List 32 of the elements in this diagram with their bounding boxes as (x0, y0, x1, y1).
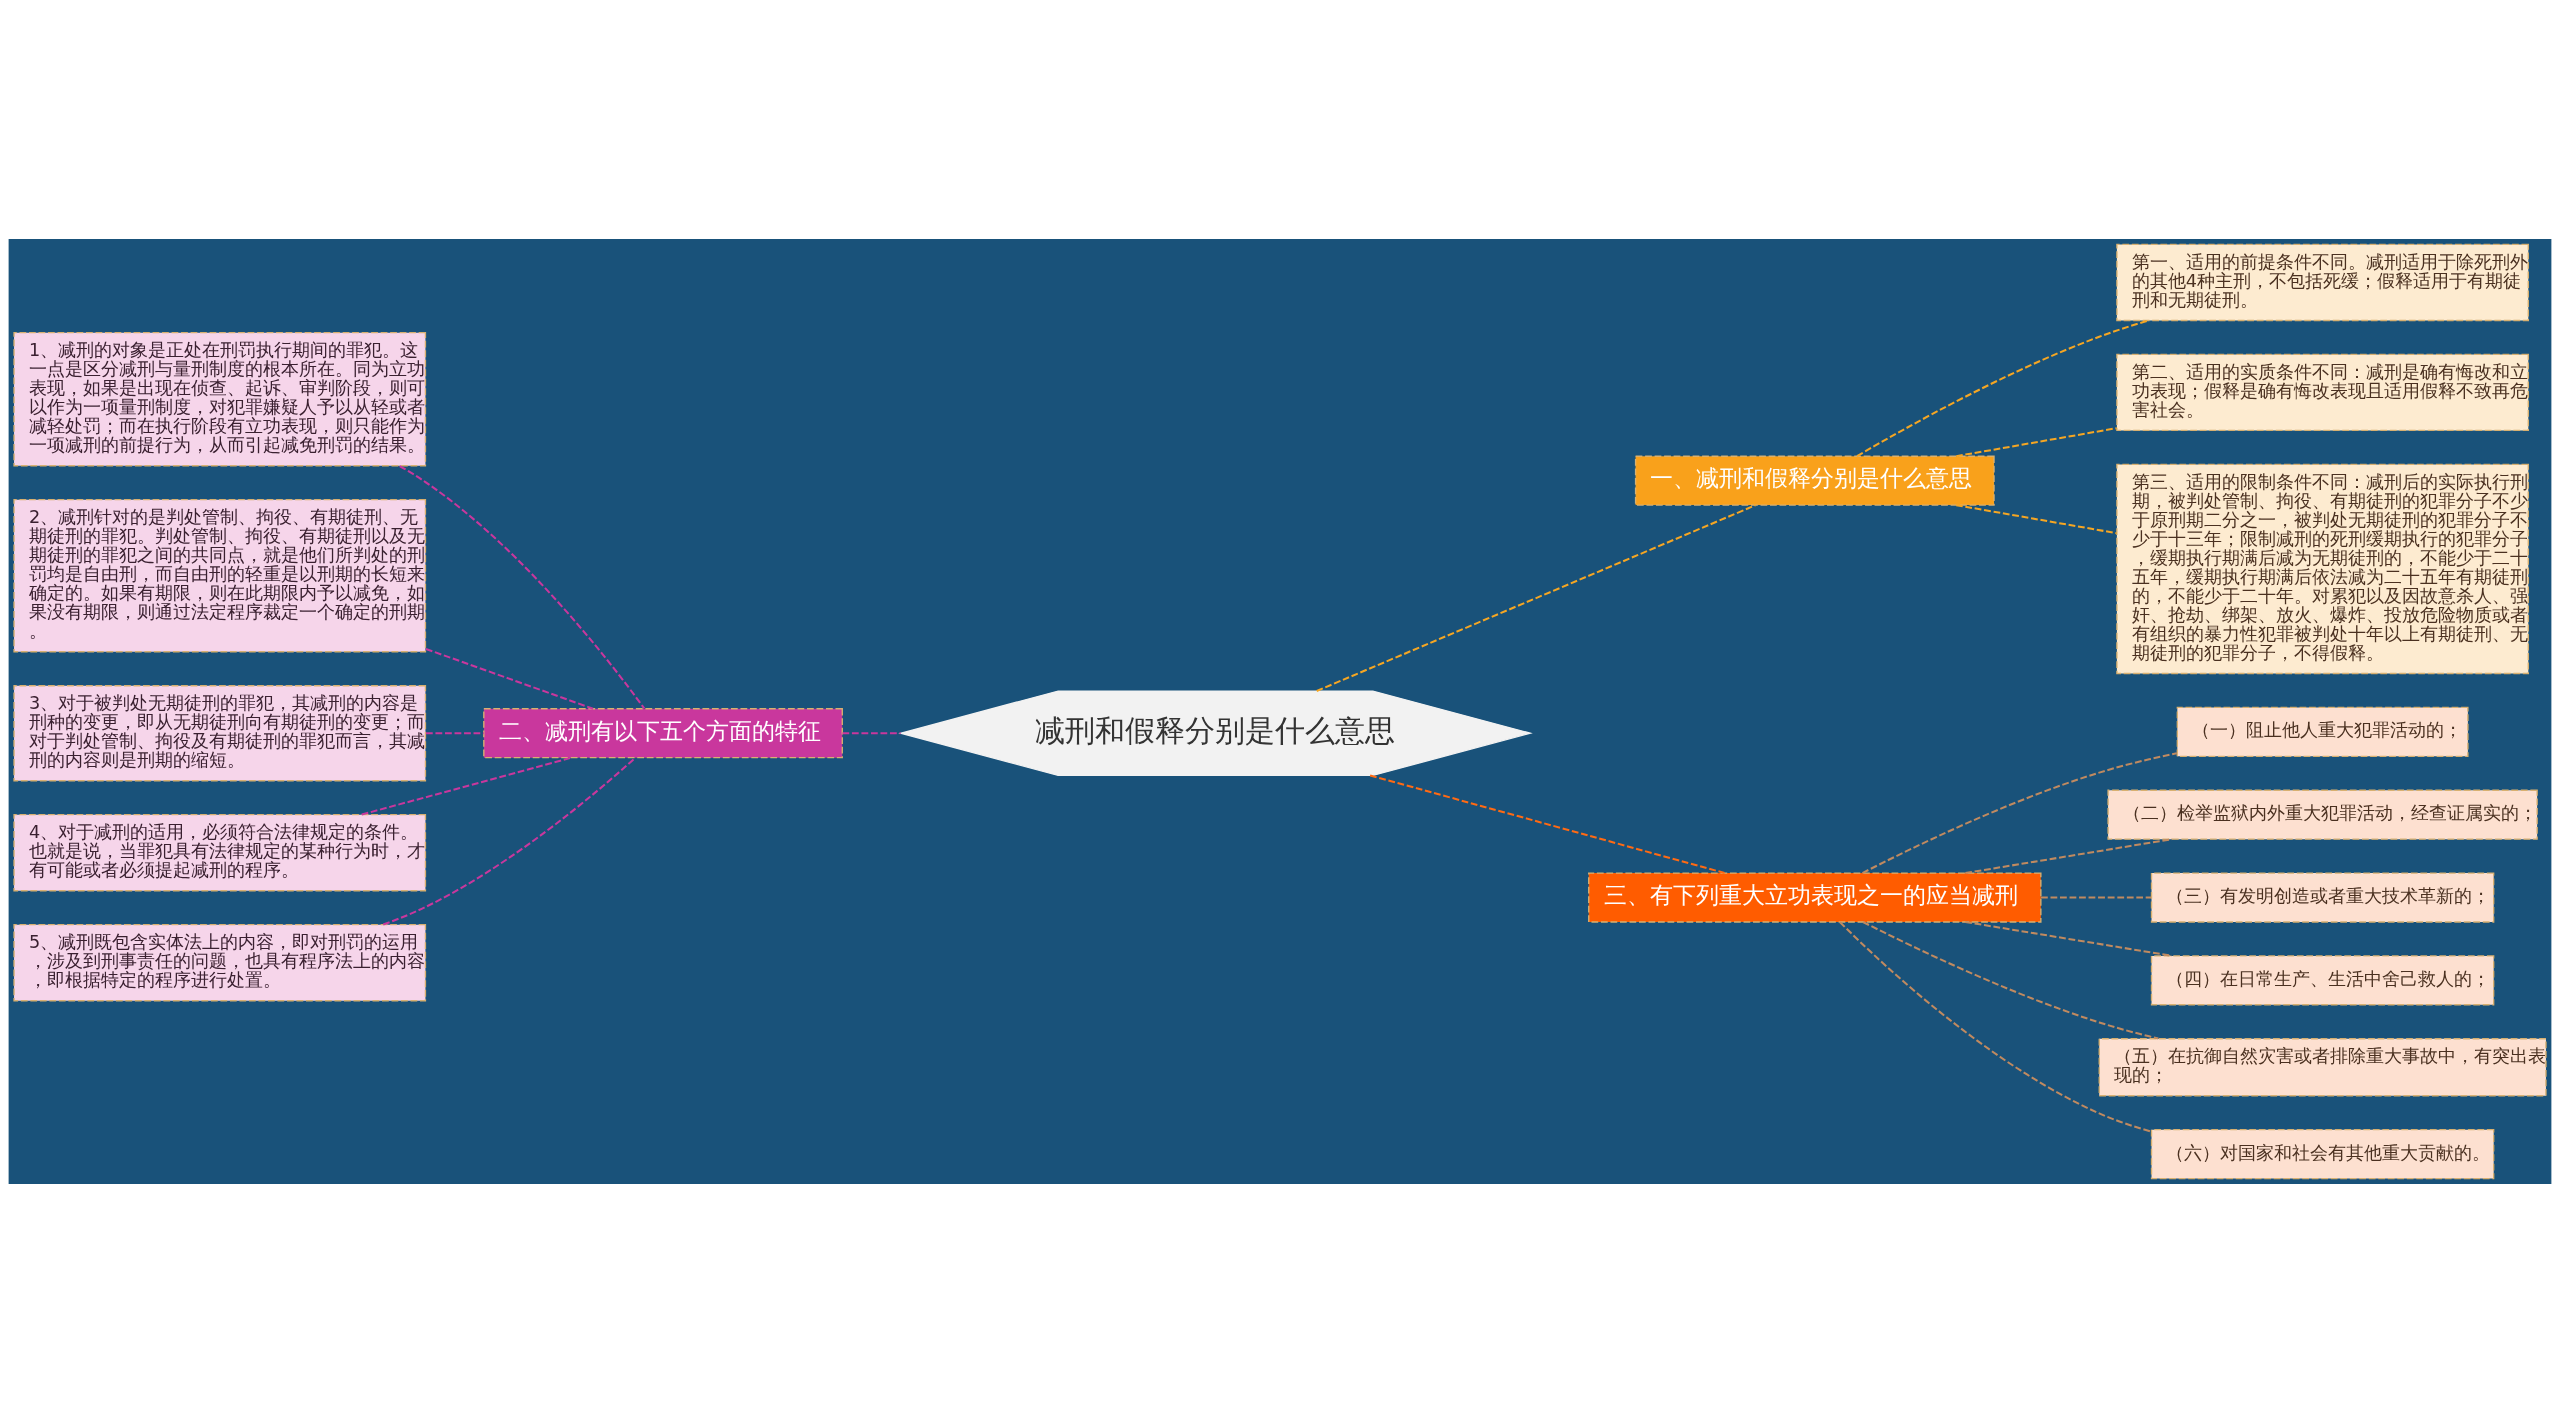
connector (361, 756, 572, 816)
connector (1856, 319, 2149, 457)
node-box: （四）在日常生产、生活中舍己救人的； (2150, 955, 2495, 1006)
node-box: 5、减刑既包含实体法上的内容，即对刑罚的运用，涉及到刑事责任的问题，也具有程序法上的内容，即根据特定的程序进行处置。 (13, 924, 427, 1002)
node-box: 第二、适用的实质条件不同：减刑是确有悔改和立功表现；假释是确有悔改表现且适用假释不致再危害社会。 (2116, 353, 2529, 432)
node-box: 2、减刑针对的是判处管制、拘役、有期徒刑、无期徒刑的罪犯。判处管制、拘役、有期徒刑以及无期徒刑的罪犯之间的共同点，就是他们所判处的刑罚均是自由刑，而自由刑的轻重是以刑期的长短来确定的。如果有期限，则在此期限内予以减免，如果没有期限，则通过法定程序裁定一个确定的刑期。 (13, 499, 427, 653)
connector (1956, 427, 2117, 458)
node-box: 4、对于减刑的适用，必须符合法律规定的条件。也就是说，当罪犯具有法律规定的某种行为时，才有可能或者必须提起减刑的程序。 (13, 814, 427, 892)
connector (1316, 504, 1756, 692)
connector (1956, 504, 2117, 535)
node-box: （五）在抗御自然灾害或者排除重大事故中，有突出表现的； (2098, 1038, 2547, 1097)
connector (1369, 774, 1725, 874)
node-box: 第三、适用的限制条件不同：减刑后的实际执行刑期，被判处管制、拘役、有期徒刑的犯罪分子不少于原刑期二分之一，被判处无期徒刑的犯罪分子不少于十三年；限制减刑的死刑缓期执行的犯罪分子，缓期执行期满后减为无期徒刑的，不能少于二十五年，缓期执行期满后依法减为二十五年有期徒刑的，不能少于二十年。对累犯以及因故意杀人、强奸、抢劫、绑架、放火、爆炸、投放危险物质或者有组织的暴力性犯罪被判处十年以上有期徒刑、无期徒刑的犯罪分子，不得假释。 (2116, 463, 2529, 675)
node-box: （六）对国家和社会有其他重大贡献的。 (2150, 1129, 2495, 1180)
node-box: 三、有下列重大立功表现之一的应当减刑 (1588, 872, 2042, 923)
node-box: 第一、适用的前提条件不同。减刑适用于除死刑外的其他4种主刑，不包括死缓；假释适用于有期徒刑和无期徒刑。 (2116, 243, 2529, 322)
node-box: （三）有发明创造或者重大技术革新的； (2150, 872, 2495, 923)
connector (1862, 921, 2159, 1040)
connector (425, 647, 594, 710)
connector (2041, 896, 2152, 899)
connector (399, 465, 646, 710)
connector (1839, 921, 2152, 1133)
connector (382, 756, 637, 926)
connector (842, 732, 901, 735)
connector (1861, 752, 2177, 874)
node-box: （一）阻止他人重大犯罪活动的； (2176, 706, 2469, 757)
node-box: 一、减刑和假释分别是什么意思 (1634, 455, 1995, 506)
node-box: 二、减刑有以下五个方面的特征 (483, 708, 843, 759)
node-box: 1、减刑的对象是正处在刑罚执行期间的罪犯。这一点是区分减刑与量刑制度的根本所在。同为立功表现，如果是出现在侦查、起诉、审判阶段，则可以作为一项量刑制度，对犯罪嫌疑人予以从轻或者减轻处罚；而在执行阶段有立功表现，则只能作为一项减刑的前提行为，从而引起减免刑罚的结果。 (13, 332, 427, 467)
connector (425, 732, 484, 735)
node-box: 3、对于被判处无期徒刑的罪犯，其减刑的内容是刑种的变更，即从无期徒刑向有期徒刑的变更；而对于判处管制、拘役及有期徒刑的罪犯而言，其减刑的内容则是刑期的缩短。 (13, 685, 427, 782)
node-box: （二）检举监狱内外重大犯罪活动，经查证属实的； (2107, 789, 2538, 840)
